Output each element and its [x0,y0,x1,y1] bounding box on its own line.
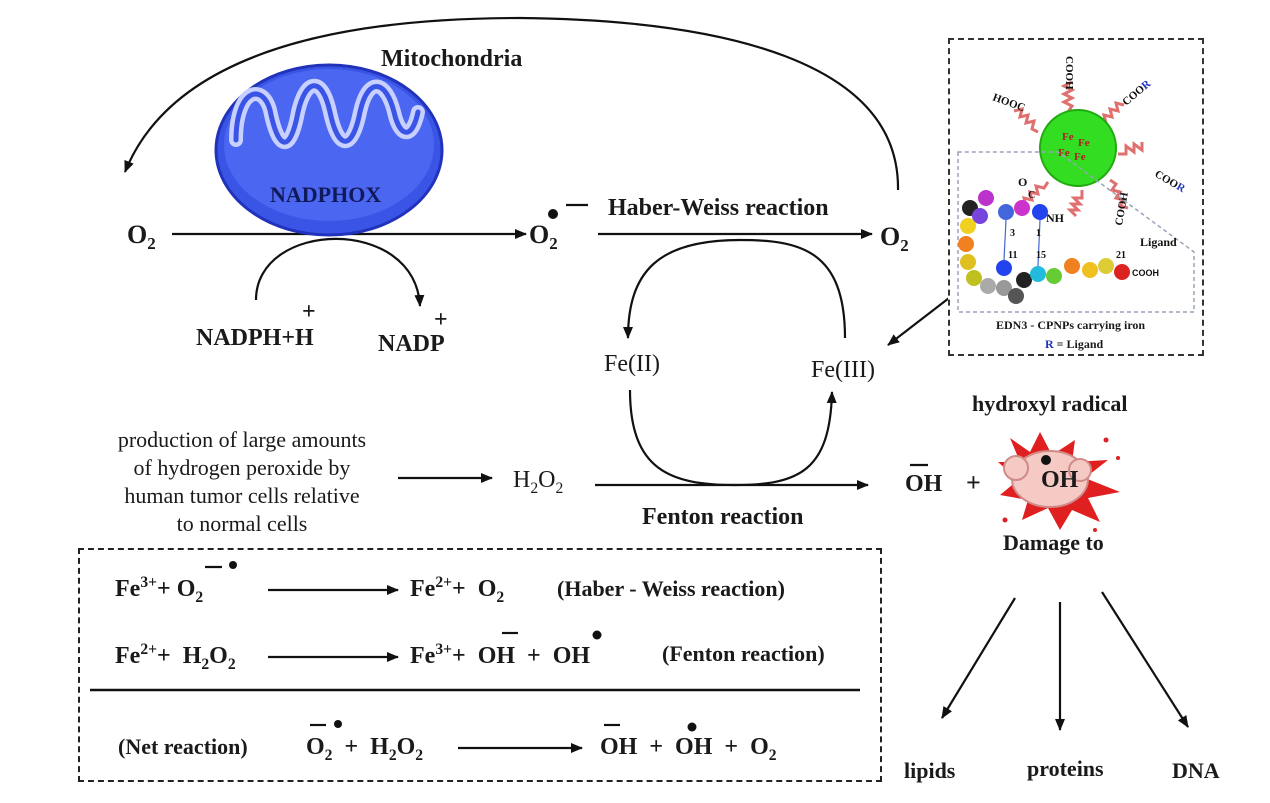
nadph-to-nadp-arrow [254,237,425,307]
o2-right-label: O2 [880,222,909,256]
svg-text:O: O [1018,175,1027,189]
eq2-note: (Fenton reaction) [662,641,825,666]
nadph-plus: + [302,299,316,325]
eq1-lhs: Fe3++ O2 [115,574,204,606]
haber-weiss-label: Haber-Weiss reaction [608,195,829,221]
superoxide-label: O2 [529,220,558,254]
production-note-line: production of large amounts [117,427,367,452]
mitochondrion-shape [214,63,444,237]
disulfide-bonds [1003,219,1041,267]
eq1-o2-dot [229,561,237,569]
svg-text:21: 21 [1116,250,1126,261]
h2o2-label: H2O2 [513,467,564,497]
net-rhs: OH + OH + O2 [600,734,777,764]
eq2-rhs: Fe3++ OH + OH [410,641,591,669]
inset-caption: EDN3 - CPNPs carrying iron [996,318,1146,332]
svg-text:Fe: Fe [1074,151,1086,163]
net-label: (Net reaction) [118,734,248,759]
nadp-label: NADP [378,331,445,357]
target-proteins: proteins [1027,756,1104,781]
eq2-oh-dot [592,630,602,640]
fenton-label: Fenton reaction [642,504,804,530]
production-note-line: human tumor cells relative [124,483,360,508]
production-note: production of large amounts of hydrogen … [92,426,392,538]
nadp-plus: + [434,307,448,333]
mitochondria-label: Mitochondria [381,46,523,72]
peptide-chain [958,190,1130,304]
hydroxyl-burst-icon [998,432,1120,532]
eq1-note: (Haber - Weiss reaction) [557,576,785,601]
svg-text:C: C [1028,190,1035,201]
nanoparticle-core [1039,109,1117,187]
svg-text:Fe: Fe [1058,147,1070,159]
nadphox-label: NADPHOX [270,182,382,207]
nanoparticle-spikes [1013,80,1144,218]
svg-text:11: 11 [1008,250,1017,261]
svg-text:1: 1 [1036,228,1041,239]
svg-text:HOOC: HOOC [991,92,1027,115]
fe3-to-fe2-arc [623,238,847,339]
superoxide-radical-dot [548,209,558,219]
svg-text:COOH: COOH [1132,268,1159,278]
svg-text:COOH: COOH [1063,56,1075,90]
net-o2-dot [334,720,342,728]
svg-text:15: 15 [1036,250,1046,261]
o2-left-label: O2 [127,220,156,254]
damage-lipids-arrow [941,597,1016,719]
equations-box [78,548,882,782]
eq1-rhs: Fe2++ O2 [410,574,505,606]
net-oh-dot [687,722,697,732]
fe2-label: Fe(II) [604,351,660,377]
svg-text:3: 3 [1010,228,1015,239]
inset-r-legend: R = Ligand [1045,337,1104,351]
target-dna: DNA [1172,758,1220,783]
damage-to-label: Damage to [1003,530,1104,555]
net-lhs: O2 + H2O2 [306,734,424,764]
hydroxyl-radical-label: hydroxyl radical [972,391,1128,416]
svg-text:Fe: Fe [1078,137,1090,149]
damage-dna-arrow [1101,591,1189,728]
fe2-to-fe3-arc [628,389,837,487]
svg-text:Ligand: Ligand [1140,235,1177,249]
svg-text:COOH: COOH [1113,191,1131,227]
svg-text:NH: NH [1046,211,1065,225]
fe3-label: Fe(III) [811,357,875,383]
svg-text:Fe: Fe [1062,131,1074,143]
production-note-line: of hydrogen peroxide by [133,455,351,480]
svg-text:COOR: COOR [1153,168,1188,195]
ligand-triangle [957,151,1195,313]
production-note-line: to normal cells [176,511,308,536]
hydroxide-label: OH [905,471,943,497]
hydroxyl-radical-text: OH [1041,467,1079,493]
nadph-label: NADPH+H [196,325,314,351]
eq2-lhs: Fe2++ H2O2 [115,641,236,673]
plus-sign: + [966,468,981,497]
svg-text:COOR: COOR [1120,77,1154,108]
mitochondria-loop-arrow [123,16,900,191]
target-lipids: lipids [904,758,956,783]
